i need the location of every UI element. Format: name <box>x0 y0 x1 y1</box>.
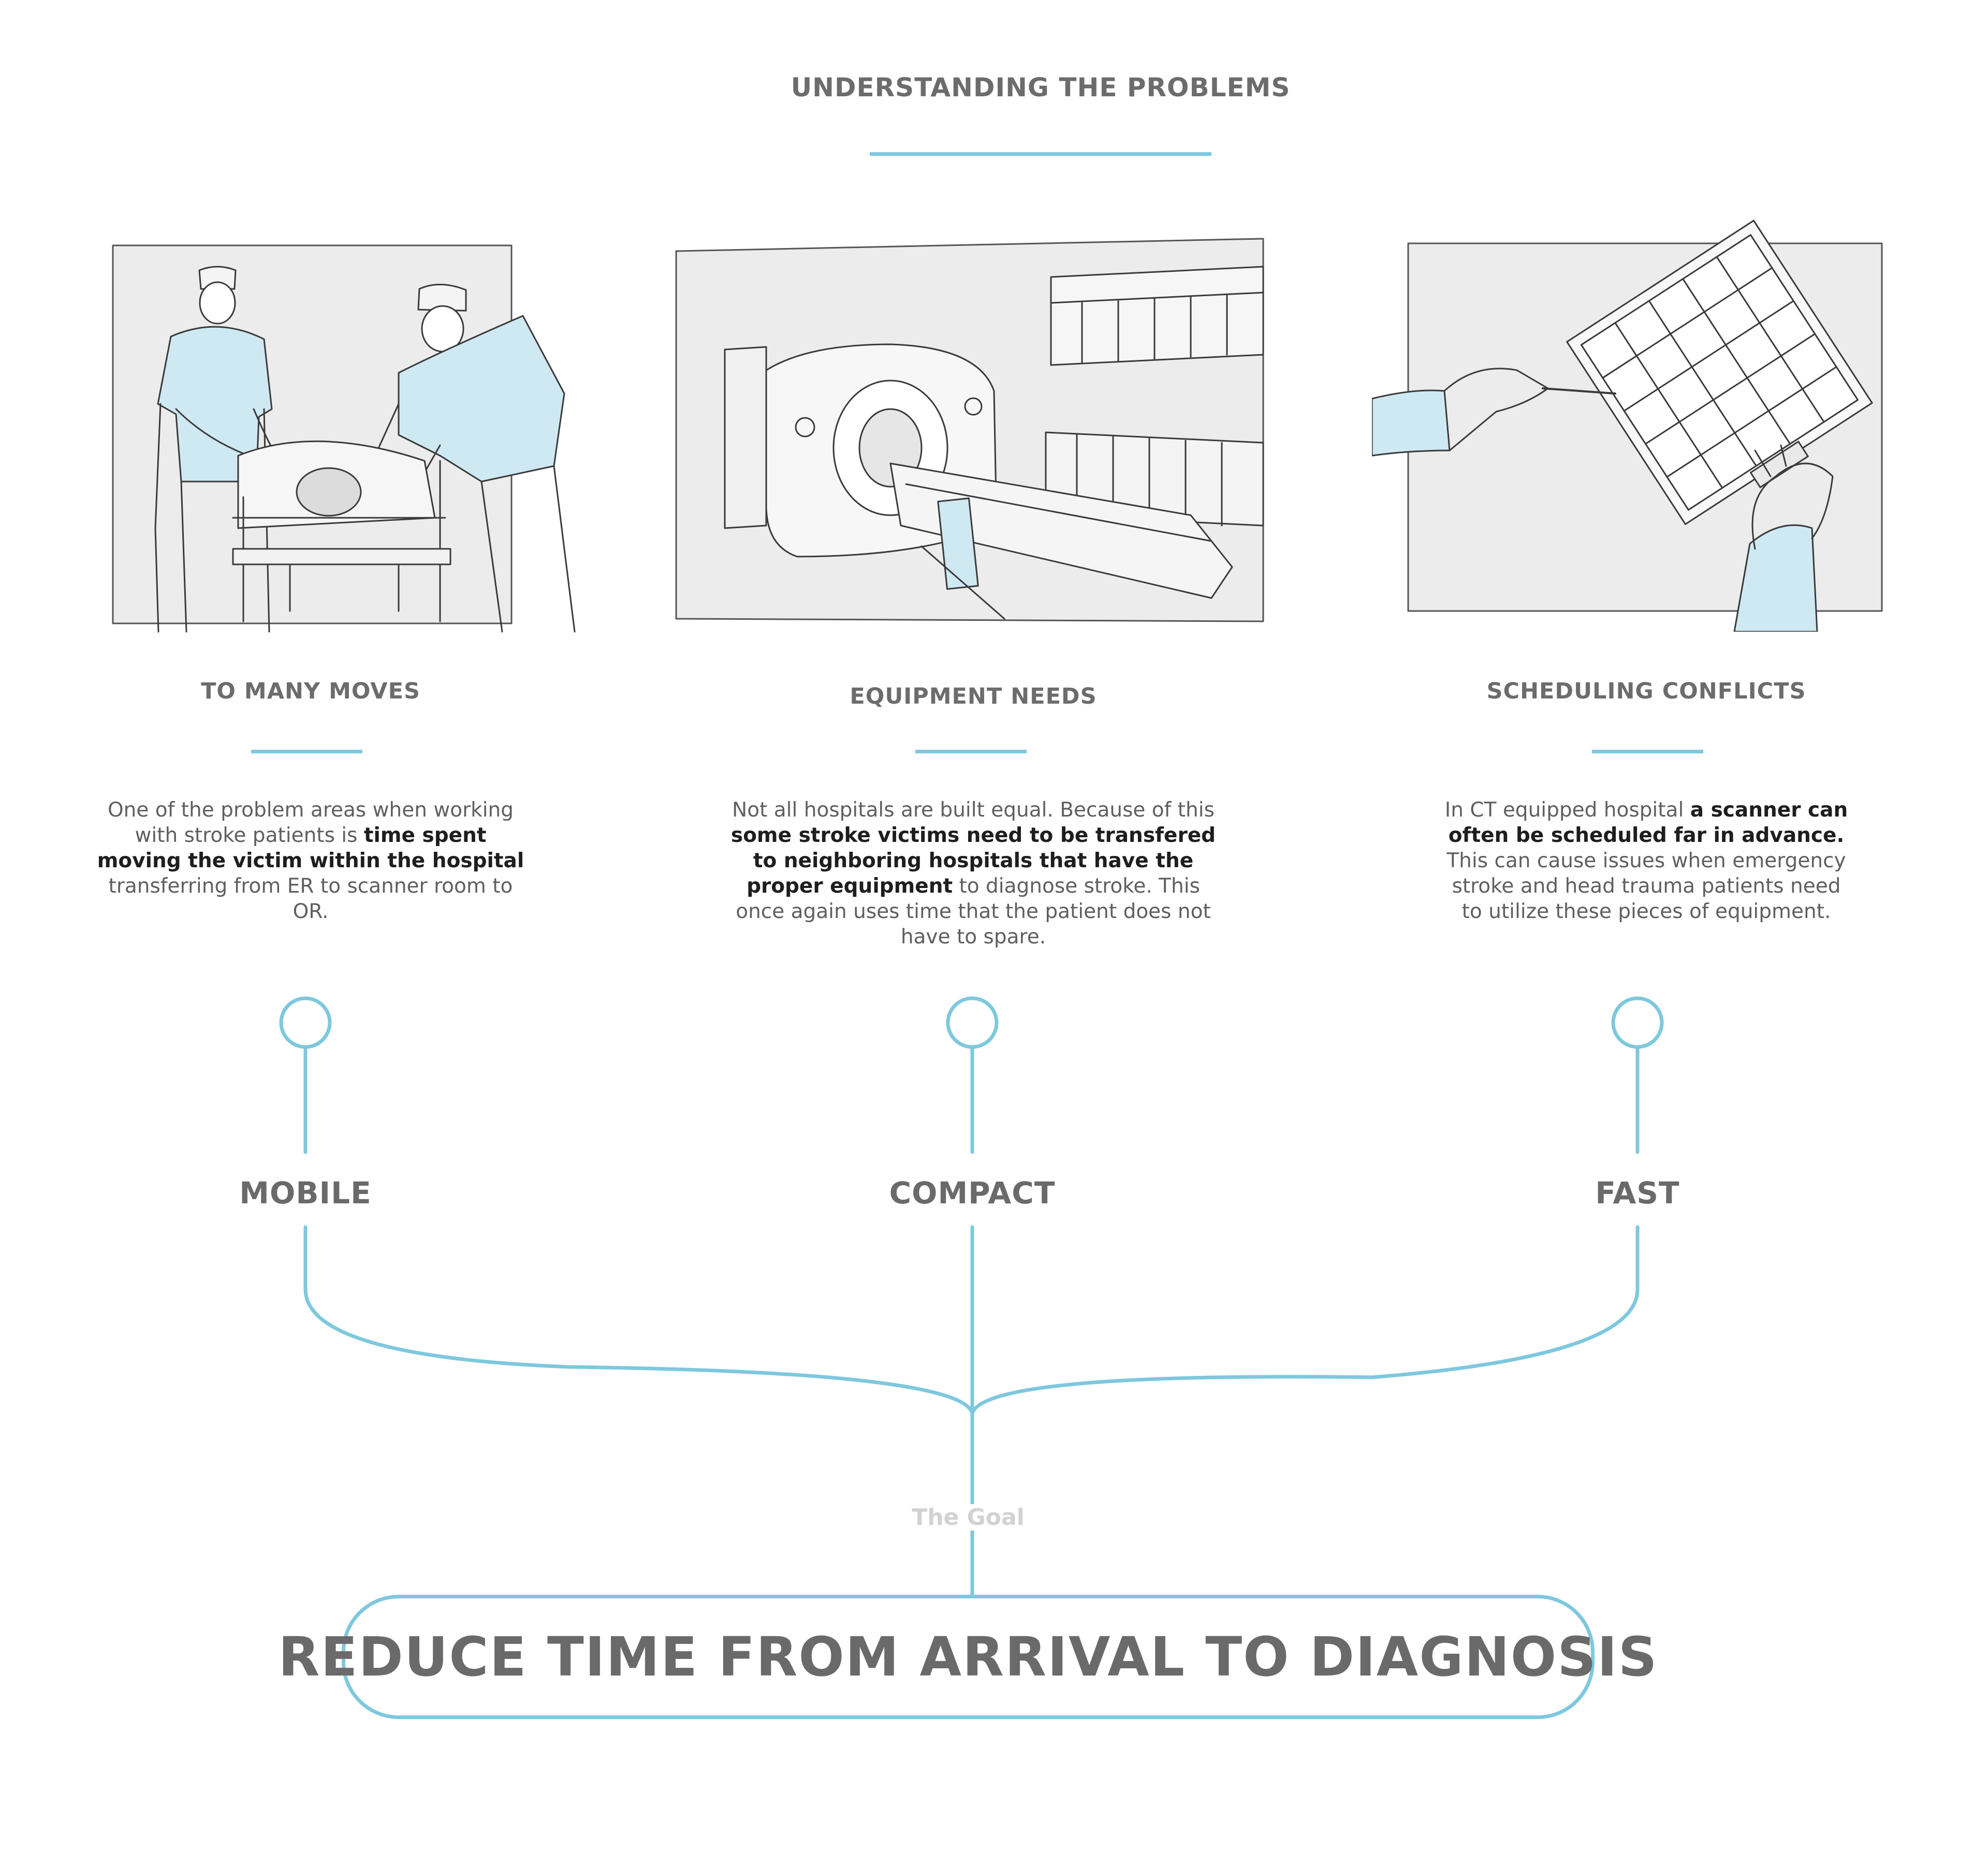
problem-divider <box>915 750 1027 753</box>
node-circle <box>279 996 332 1049</box>
problem-heading: SCHEDULING CONFLICTS <box>1486 678 1806 704</box>
ct-scanner-room-sketch <box>675 238 1264 622</box>
feature-label: MOBILE <box>239 1175 372 1211</box>
problem-divider <box>251 750 362 753</box>
paramedics-moving-patient-sketch <box>112 244 576 633</box>
goal-label: The Goal <box>839 1504 1098 1531</box>
title-divider <box>870 152 1211 156</box>
connector-line <box>970 1225 1640 1416</box>
problem-description: In CT equipped hospital a scanner can of… <box>1444 798 1848 923</box>
feature-label: COMPACT <box>889 1175 1056 1211</box>
problem-heading: EQUIPMENT NEEDS <box>850 683 1097 709</box>
node-circle <box>1611 996 1664 1049</box>
problem-heading: TO MANY MOVES <box>201 678 420 704</box>
problem-description: One of the problem areas when working wi… <box>97 798 524 923</box>
clipboard-calendar-sketch <box>1372 220 1883 632</box>
problem-description: Not all hospitals are built equal. Becau… <box>730 798 1216 949</box>
goal-box: REDUCE TIME FROM ARRIVAL TO DIAGNOSIS <box>278 1595 1657 1719</box>
problem-divider <box>1592 750 1703 753</box>
connector-line <box>303 1225 974 1416</box>
feature-label: FAST <box>1595 1175 1680 1211</box>
page-title: UNDERSTANDING THE PROBLEMS <box>791 72 1291 103</box>
goal-text: REDUCE TIME FROM ARRIVAL TO DIAGNOSIS <box>278 1625 1658 1688</box>
node-circle <box>946 996 999 1049</box>
